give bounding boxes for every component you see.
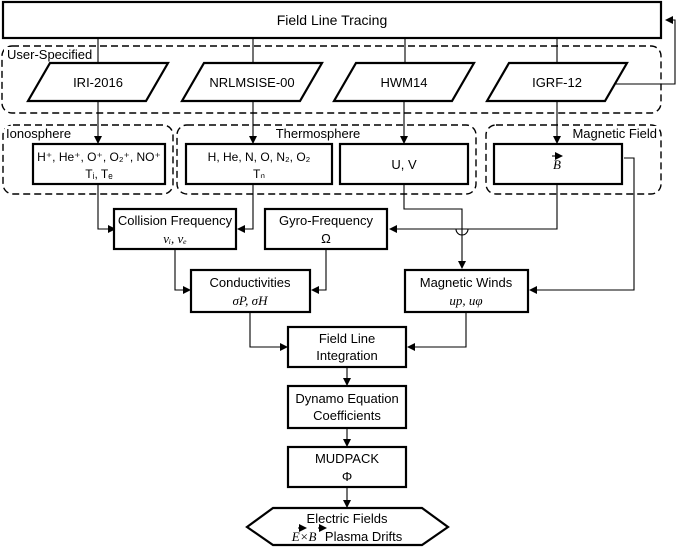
electric-fields-title: Electric Fields xyxy=(307,511,388,526)
link-bfield-gyro xyxy=(389,184,558,233)
thermosphere-output-temp: Tₙ xyxy=(253,167,265,181)
gyro-frequency-symbol: Ω xyxy=(321,231,331,246)
mudpack-title: MUDPACK xyxy=(315,451,379,466)
model-iri-label: IRI-2016 xyxy=(73,75,123,90)
model-igrf-box xyxy=(485,61,629,103)
ionosphere-output-species: H⁺, He⁺, O⁺, O₂⁺, NO⁺ xyxy=(37,150,161,164)
ionosphere-output-box xyxy=(31,142,167,186)
ionosphere-label: Ionosphere xyxy=(6,126,71,141)
magnetic-field-label: Magnetic Field xyxy=(572,126,657,141)
conductivities-symbol: σP, σH xyxy=(233,293,269,308)
thermosphere-group xyxy=(176,124,477,195)
field-line-integration-box xyxy=(286,325,408,369)
collision-frequency-symbol: νᵢ, νₑ xyxy=(163,231,187,246)
user-specified-group xyxy=(1,45,662,114)
model-igrf-label: IGRF-12 xyxy=(532,75,582,90)
magnetic-field-label-bg xyxy=(558,126,658,140)
conductivities-title: Conductivities xyxy=(210,275,291,290)
exb-symbol: E×B xyxy=(291,529,317,544)
gyro-frequency-title: Gyro-Frequency xyxy=(279,213,373,228)
mudpack-symbol: Φ xyxy=(342,469,352,484)
link-bfield-mwinds xyxy=(529,157,635,294)
ionosphere-output-temps: Tᵢ, Tₑ xyxy=(85,167,113,181)
model-msis-box xyxy=(180,61,324,103)
magnetic-winds-title: Magnetic Winds xyxy=(420,275,513,290)
link-winds-down-a xyxy=(403,184,463,223)
link-winds-hop xyxy=(455,223,469,236)
link-gyro-cond xyxy=(311,249,327,294)
field-line-tracing-box xyxy=(1,0,663,40)
bfield-output-box xyxy=(492,142,624,186)
gyro-frequency-box xyxy=(263,207,389,251)
user-specified-label: User-Specified xyxy=(7,47,92,62)
model-hwm-box xyxy=(332,61,476,103)
ionosphere-label-bg xyxy=(5,126,63,140)
collision-frequency-title: Collision Frequency xyxy=(118,213,233,228)
thermosphere-label-bg xyxy=(270,126,366,140)
field-line-integration-line2: Integration xyxy=(316,348,377,363)
winds-output-label: U, V xyxy=(391,157,417,172)
plasma-drifts-label: Plasma Drifts xyxy=(325,529,403,544)
field-line-tracing-label: Field Line Tracing xyxy=(277,12,388,28)
bfield-output-label: B xyxy=(553,157,561,172)
dynamo-coefficients-box xyxy=(286,384,408,430)
link-mwinds-fli xyxy=(407,312,467,351)
dynamo-coefficients-line2: Coefficients xyxy=(313,408,381,423)
model-hwm-label: HWM14 xyxy=(381,75,428,90)
link-igrf-to-tracing xyxy=(616,16,676,85)
thermosphere-output-species: H, He, N, O, N₂, O₂ xyxy=(208,150,311,164)
magnetic-field-group xyxy=(485,124,662,195)
ionosphere-group xyxy=(2,124,174,195)
electric-fields-box xyxy=(245,506,450,547)
thermosphere-label: Thermosphere xyxy=(276,126,361,141)
model-msis-label: NRLMSISE-00 xyxy=(209,75,294,90)
dynamo-coefficients-line1: Dynamo Equation xyxy=(295,391,398,406)
model-iri-box xyxy=(26,61,170,103)
link-cond-fli xyxy=(249,312,288,351)
link-collision-cond xyxy=(174,249,191,294)
magnetic-winds-box xyxy=(403,268,530,314)
link-thermo-collision xyxy=(237,184,254,233)
magnetic-winds-symbol: up, uφ xyxy=(449,293,482,308)
conductivities-box xyxy=(189,268,312,314)
user-specified-label-bg xyxy=(4,47,92,62)
field-line-integration-line1: Field Line xyxy=(319,331,375,346)
thermosphere-output-box xyxy=(184,142,334,186)
electric-fields-subtitle: E×B Plasma Drifts xyxy=(291,528,403,545)
link-iono-collision xyxy=(97,184,116,233)
